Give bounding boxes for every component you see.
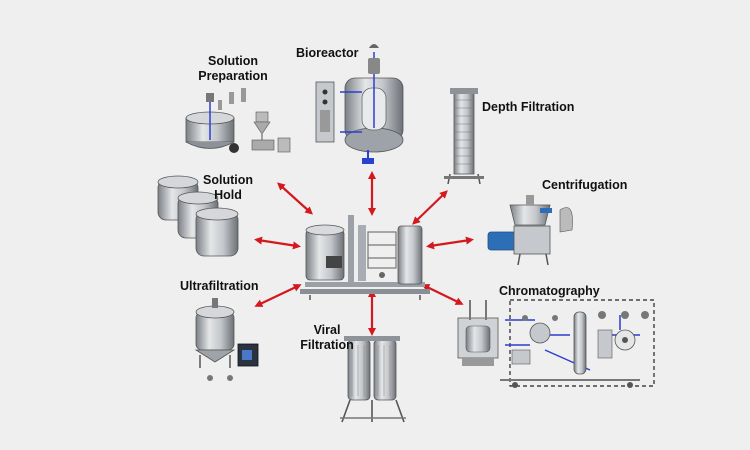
bioreactor-icon (315, 44, 404, 164)
label-viral-filtration-line2: Filtration (300, 338, 354, 352)
depth-filtration-icon (444, 88, 484, 185)
arrow-to-chromatography (421, 284, 464, 305)
label-viral-filtration-line1: Viral (313, 323, 341, 337)
label-bioreactor: Bioreactor (296, 46, 359, 60)
label-ultrafiltration: Ultrafiltration (180, 279, 259, 293)
arrow-to-centrifugation (426, 236, 474, 250)
centrifuge-icon (487, 195, 573, 266)
connection-arrows (254, 171, 474, 336)
label-centrifugation: Centrifugation (542, 178, 628, 192)
label-chromatography: Chromatography (499, 284, 600, 298)
label-solution-hold: Solution Hold (198, 173, 258, 203)
ultrafiltration-icon (194, 298, 259, 381)
label-solution-hold-line2: Hold (214, 188, 242, 202)
label-solution-hold-line1: Solution (203, 173, 253, 187)
chromatography-icon (457, 299, 655, 388)
label-solution-preparation-line2: Preparation (198, 69, 268, 83)
label-depth-filtration: Depth Filtration (482, 100, 575, 114)
label-solution-preparation: Solution Preparation (188, 54, 278, 84)
arrow-to-depth-filtration (412, 190, 448, 225)
label-viral-filtration: Viral Filtration (292, 323, 362, 353)
solution-preparation-icon (185, 88, 291, 153)
arrow-to-solution-hold (254, 236, 301, 250)
arrow-to-ultrafiltration (254, 284, 302, 307)
viral-filtration-icon (340, 336, 406, 423)
solution-hold-icon (157, 175, 239, 257)
arrow-to-solution-preparation (277, 182, 313, 215)
label-solution-preparation-line1: Solution (208, 54, 258, 68)
central-process-skid-icon (300, 215, 430, 300)
